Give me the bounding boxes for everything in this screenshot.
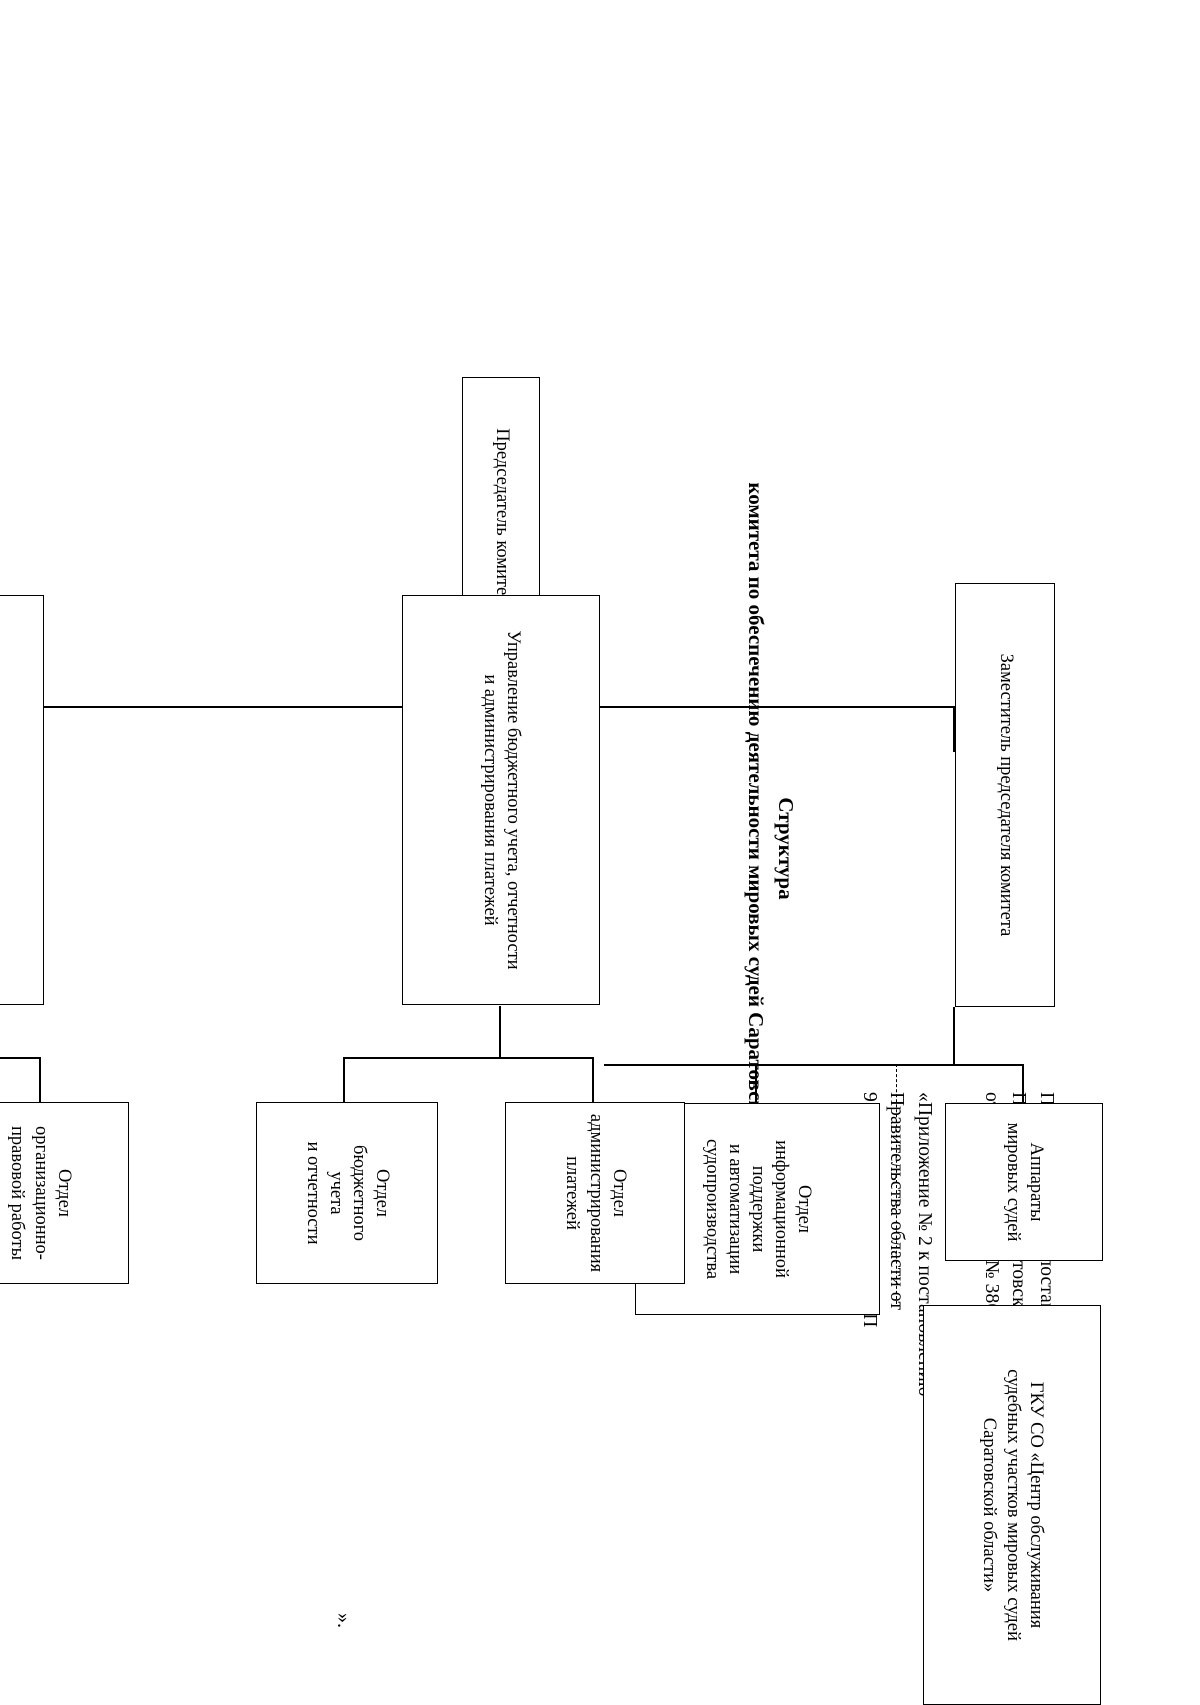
connector-deputy-gku-stub <box>954 1064 955 1066</box>
connector-budget-out <box>499 1006 501 1058</box>
node-it-division-label-line-4: и автоматизации <box>724 1143 745 1275</box>
page-subtitle: комитета по обеспечению деятельности мир… <box>744 482 768 1215</box>
connector-budget-accounting <box>343 1057 345 1103</box>
page-title: Структура <box>774 797 798 900</box>
node-it-division-label-line-1: Отдел <box>794 1184 815 1234</box>
node-payments-division-label-line-2: администрирования <box>585 1113 606 1273</box>
node-budget-accounting-division-label-line-4: и отчетности <box>302 1141 323 1245</box>
node-apparatus-label-line-2: мировых судей <box>1003 1122 1023 1242</box>
node-budget-accounting-division-label-line-1: Отдел <box>372 1168 393 1218</box>
node-payments-division-label-line-1: Отдел <box>608 1168 629 1218</box>
node-chairman-label: Председатель комитета <box>491 428 512 612</box>
node-gku-center-label-line-1: ГКУ СО «Центр обслуживания <box>1025 1381 1046 1629</box>
connector-hr-orglegal <box>39 1057 41 1103</box>
connector-deputy-it <box>755 1064 757 1104</box>
node-deputy[interactable]: Заместитель председателя комитета <box>955 583 1055 1007</box>
node-payments-division[interactable]: Отдел администрирования платежей <box>505 1102 685 1284</box>
node-apparatus-label-line-1: Аппараты <box>1026 1142 1047 1222</box>
node-org-legal-division-label-line-2: организационно- <box>30 1126 51 1260</box>
node-apparatus[interactable]: Аппараты мировых судей <box>945 1103 1103 1261</box>
node-org-legal-division-label-line-3: правовой работы <box>7 1126 28 1260</box>
node-gku-center-label-line-3: Саратовской области» <box>979 1417 1000 1593</box>
node-budget-department-label-line-1: Управление бюджетного учета, отчетности <box>503 630 524 970</box>
node-budget-department-label-line-2: и администрирования платежей <box>480 674 500 926</box>
node-budget-accounting-division-label-line-3: учета <box>326 1171 346 1215</box>
node-hr-department[interactable]: Управление кадровой, правовой и организа… <box>0 595 44 1005</box>
node-budget-accounting-division[interactable]: Отдел бюджетного учета и отчетности <box>256 1102 438 1284</box>
node-it-division-label-line-3: поддержки <box>748 1165 769 1253</box>
node-it-division-label-line-2: информационной <box>771 1140 792 1278</box>
node-it-division-label-line-5: судопроизводства <box>701 1138 722 1280</box>
node-gku-center-label-line-2: судебных участков мировых судей <box>1002 1369 1023 1641</box>
connector-deputy-out <box>953 1007 955 1065</box>
connector-budget-spine <box>345 1057 594 1059</box>
connector-hr-spine <box>0 1057 41 1059</box>
node-org-legal-division[interactable]: Отдел организационно- правовой работы <box>0 1102 129 1284</box>
node-deputy-label: Заместитель председателя комитета <box>995 653 1016 937</box>
connector-deputy-spine <box>604 1064 1024 1066</box>
connector-deputy-apparatus <box>1022 1064 1024 1104</box>
connector-budget-payments <box>592 1057 594 1103</box>
node-gku-center[interactable]: ГКУ СО «Центр обслуживания судебных учас… <box>923 1305 1101 1705</box>
node-payments-division-label-line-3: платежей <box>562 1156 583 1230</box>
node-budget-accounting-division-label-line-2: бюджетного <box>349 1144 370 1242</box>
connector-deputy-gku-dashed <box>896 1064 897 1304</box>
closing-quote-mark: ». <box>333 1613 355 1628</box>
node-org-legal-division-label-line-1: Отдел <box>53 1168 74 1218</box>
node-budget-department[interactable]: Управление бюджетного учета, отчетности … <box>402 595 600 1005</box>
